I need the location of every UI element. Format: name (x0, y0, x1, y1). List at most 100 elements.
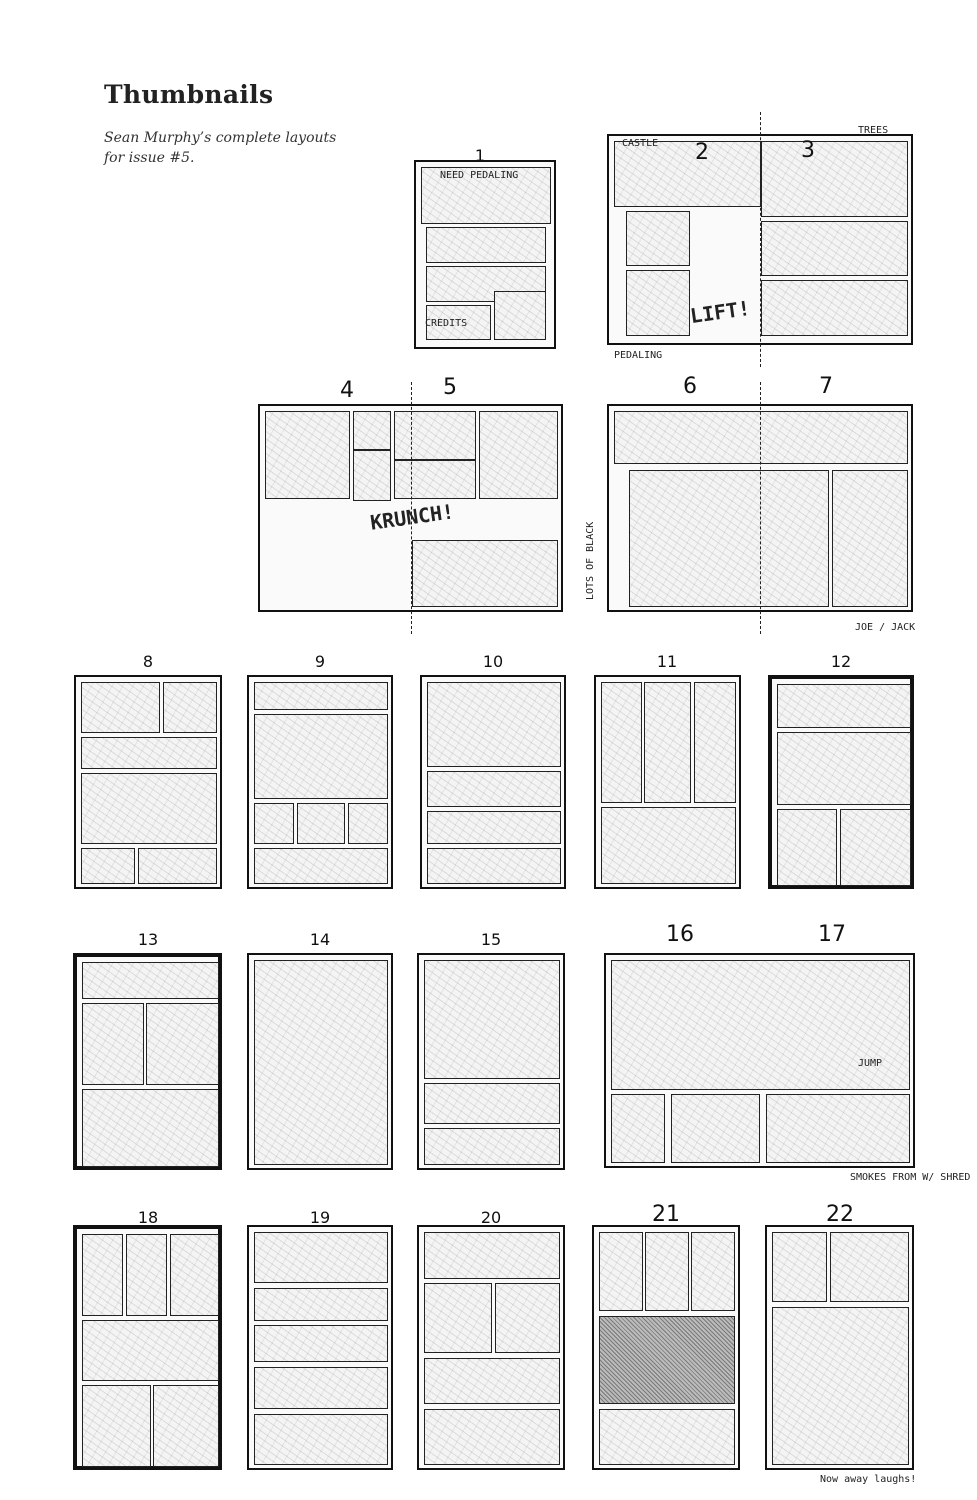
thumbnail-22 (765, 1225, 914, 1470)
sketch-panel (296, 803, 346, 844)
sketch-panel (254, 1287, 388, 1321)
sketch-panel (82, 962, 219, 999)
sketch-panel (625, 210, 691, 267)
thumbnail-15 (417, 953, 565, 1170)
sketch-panel (599, 1315, 735, 1405)
sketch-panel (644, 682, 692, 804)
sketch-panel (777, 809, 838, 886)
sketch-panel (81, 847, 136, 884)
sketch-panel (625, 270, 691, 336)
sketch-panel (611, 1093, 665, 1163)
sketch-note-need-pedaling: NEED PEDALING (440, 170, 519, 181)
page-title: Thumbnails (104, 80, 274, 109)
sketch-panel (138, 847, 217, 884)
sketch-panel (427, 847, 561, 884)
sketch-panel (424, 960, 560, 1079)
sketch-panel (777, 732, 911, 806)
sketch-panel (694, 682, 736, 804)
sketch-panel (772, 1232, 827, 1302)
sketch-panel (424, 1283, 492, 1354)
sketch-panel (691, 1232, 735, 1312)
sketch-panel (628, 469, 829, 607)
sketch-panel (427, 682, 561, 767)
sketch-panel (614, 411, 908, 464)
sketch-note-now-away: Now away laughs! (820, 1474, 917, 1485)
thumbnail-19 (247, 1225, 393, 1470)
thumbnail-12 (768, 675, 914, 889)
sketch-panel (81, 772, 217, 844)
sketch-panel (493, 290, 546, 341)
sketch-panel (761, 141, 908, 217)
sketch-note-joe-jack: JOE / JACK (855, 622, 916, 633)
page-number-label: 18 (137, 1208, 159, 1227)
sketch-panel (424, 1409, 560, 1465)
sketch-panel (81, 682, 160, 733)
page-number-label: 15 (480, 930, 502, 949)
thumbnail-10 (420, 675, 566, 889)
sketch-panel (426, 227, 546, 263)
page-subtitle: Sean Murphy’s complete layouts for issue… (104, 130, 337, 166)
page-number-label: 5 (443, 375, 457, 400)
sketch-panel (169, 1234, 219, 1316)
sketch-panel (766, 1093, 910, 1163)
thumbnail-14 (247, 953, 393, 1170)
sketch-panel (829, 1232, 909, 1302)
sketch-panel (162, 682, 217, 733)
sketch-panel (494, 1283, 560, 1354)
sketch-panel (424, 1128, 560, 1165)
sketch-panel (82, 1003, 144, 1085)
sketch-note-castle: CASTLE (622, 138, 659, 149)
page-number-label: 9 (314, 652, 326, 671)
sketch-panel (645, 1232, 689, 1312)
sketch-panel (839, 809, 911, 886)
sketch-panel (347, 803, 388, 844)
sketch-panel (146, 1003, 219, 1085)
sketch-panel (599, 1409, 735, 1465)
sketch-panel (125, 1234, 167, 1316)
sketch-panel (424, 1083, 560, 1124)
sketch-panel (82, 1385, 151, 1467)
page-gutter (410, 382, 412, 634)
sketch-panel (393, 460, 476, 500)
thumbnail-8 (74, 675, 222, 889)
sketch-panel (599, 1232, 643, 1312)
sketch-panel (478, 411, 558, 500)
page-number-label: 22 (826, 1202, 854, 1227)
page-number-label: 7 (819, 374, 833, 399)
page-gutter (760, 382, 761, 634)
sketch-panel (254, 714, 388, 800)
page-number-label: 4 (340, 378, 354, 403)
thumbnail-13 (73, 953, 222, 1170)
thumbnail-1 (414, 160, 556, 349)
sketch-panel (670, 1093, 761, 1163)
sketch-panel (424, 1357, 560, 1405)
sketch-note-trees: TREES (858, 125, 889, 136)
sketch-panel (352, 411, 391, 451)
sketch-panel (254, 847, 388, 884)
sketch-panel (424, 1232, 560, 1279)
sketch-panel (777, 684, 911, 729)
page-number-label: 6 (683, 374, 697, 399)
page-number-label: 1 (474, 146, 486, 165)
sketch-note-lots-of-black: LOTS OF BLACK (585, 521, 596, 600)
sketch-panel (427, 770, 561, 808)
page-gutter (760, 112, 761, 367)
sketch-panel (254, 960, 388, 1165)
page-number-label: 20 (480, 1208, 502, 1227)
sketch-panel (601, 682, 642, 804)
sketch-panel (82, 1320, 219, 1381)
sketch-panel (254, 682, 388, 711)
sketch-note-smoke: SMOKES FROM W/ SHRED (850, 1172, 971, 1183)
sketch-note-credits: CREDITS (425, 318, 468, 329)
sketch-panel (352, 450, 391, 502)
thumbnail-18 (73, 1225, 222, 1470)
sketch-panel (81, 736, 217, 769)
page-number-label: 13 (137, 930, 159, 949)
thumbnail-16-17 (604, 953, 915, 1168)
sketch-panel (411, 540, 558, 607)
thumbnail-20 (417, 1225, 565, 1470)
sketch-panel (82, 1234, 124, 1316)
sketch-panel (772, 1306, 909, 1465)
sketch-panel (254, 1325, 388, 1363)
sketch-panel (761, 280, 908, 337)
